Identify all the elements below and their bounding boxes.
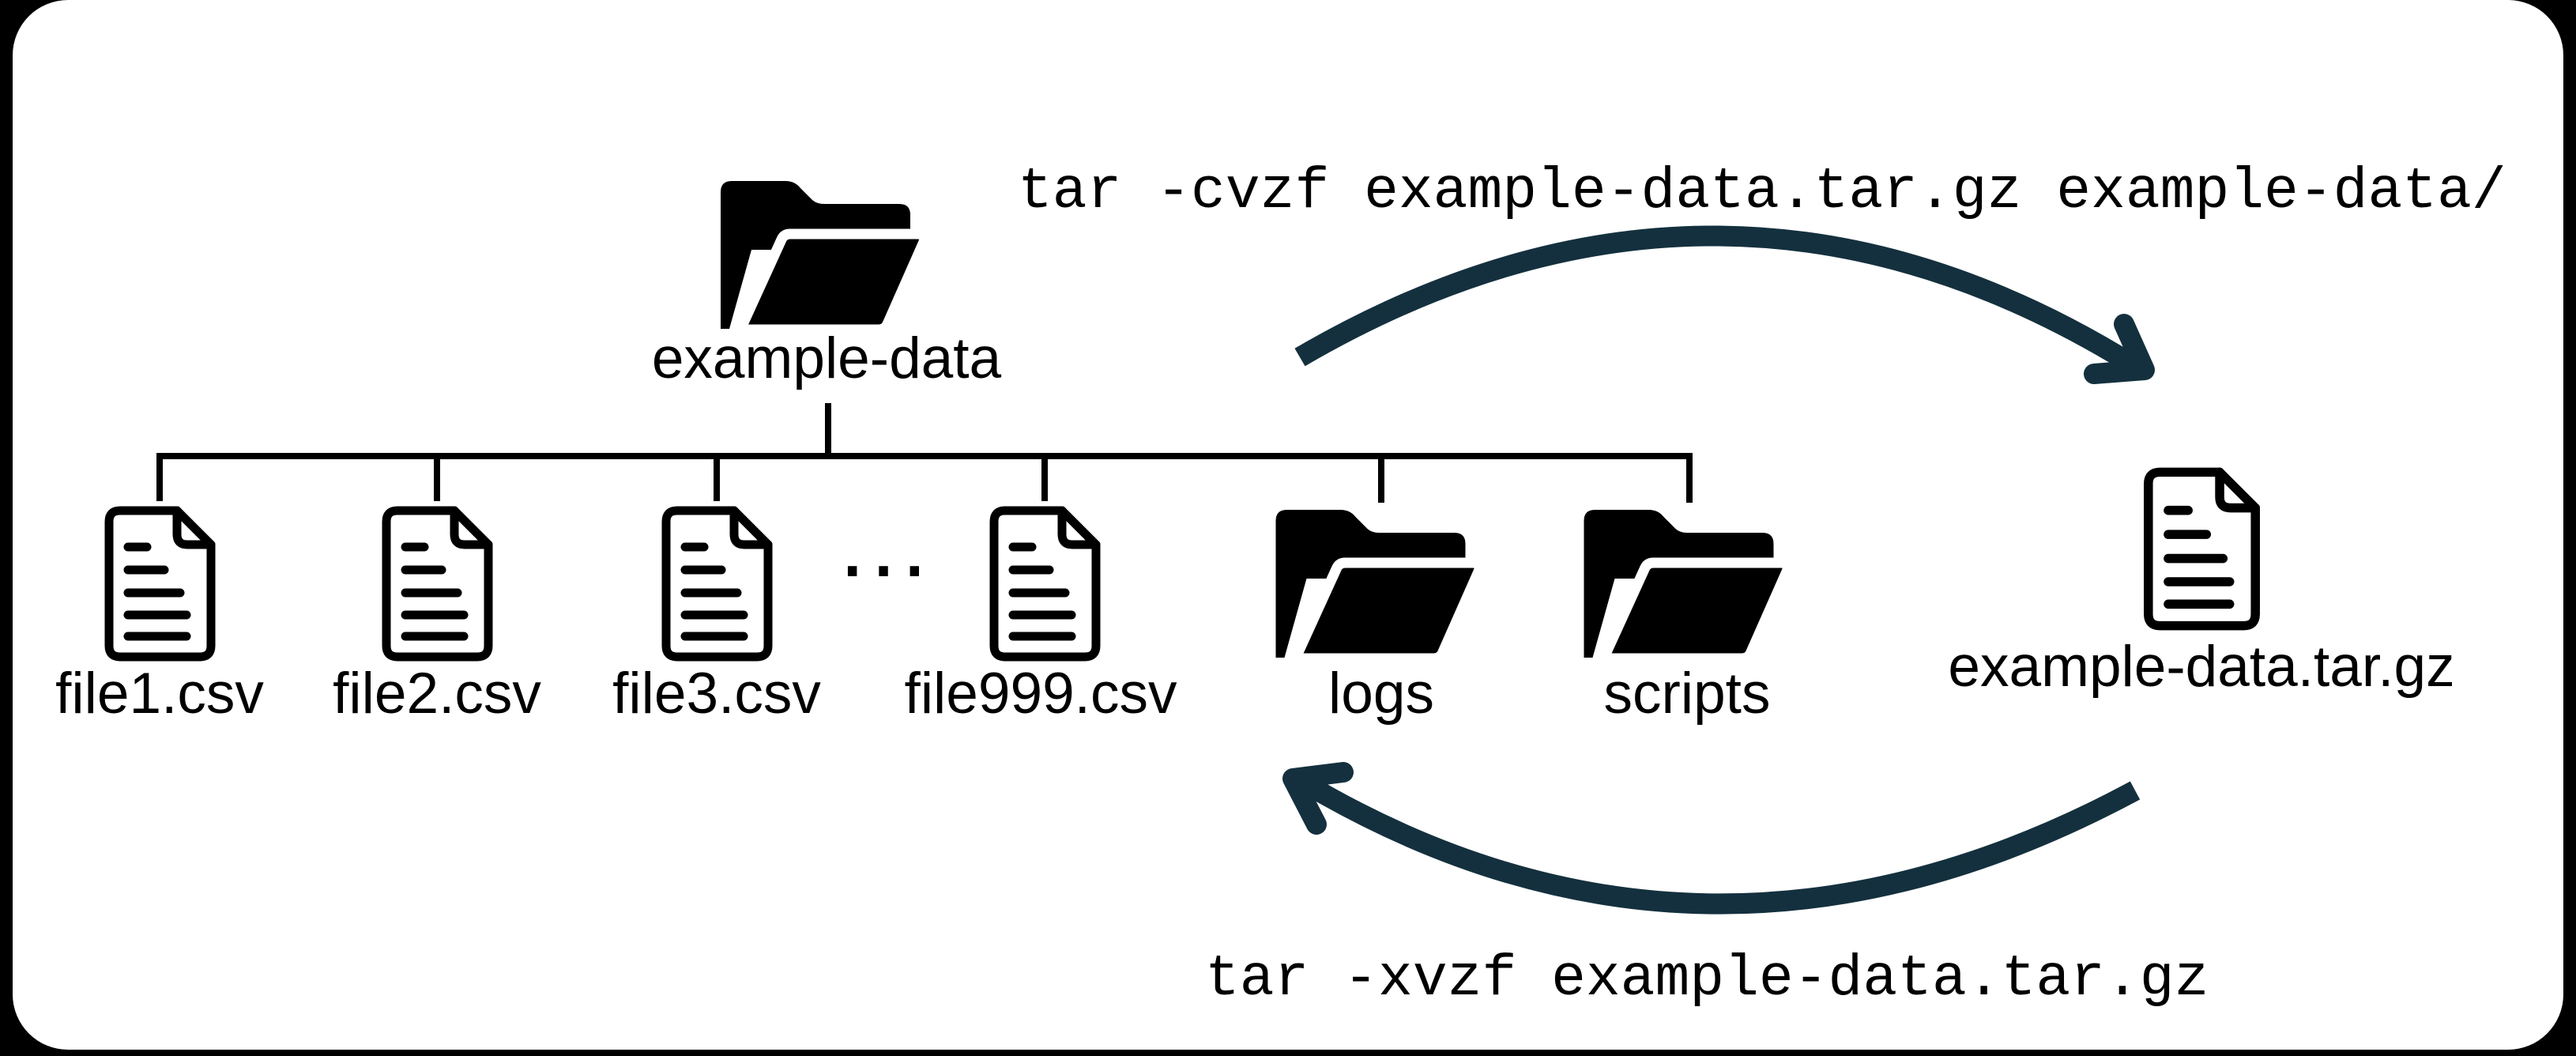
document-icon [653, 506, 781, 662]
compress-arrow-shaft [1294, 225, 2139, 375]
document-icon [981, 506, 1109, 662]
tree-connector [156, 403, 1693, 503]
open-folder-icon [1271, 507, 1491, 662]
extract-arrow-shaft [1298, 773, 2141, 915]
document-icon [374, 506, 501, 662]
compress-command-text: tar -cvzf example-data.tar.gz example-da… [1018, 159, 2506, 224]
open-folder-icon [718, 179, 934, 334]
folder-label: scripts [1603, 662, 1771, 726]
extract-command-text: tar -xvzf example-data.tar.gz [1205, 946, 2209, 1012]
file-label: file3.csv [612, 662, 821, 726]
extract-arrow [1282, 762, 2141, 915]
file-label: file2.csv [333, 662, 541, 726]
compress-arrowhead-icon [2084, 314, 2155, 384]
extract-arrowhead-icon [1282, 762, 1354, 835]
document-icon [2135, 467, 2269, 631]
file-label: file999.csv [904, 662, 1177, 726]
folder-label: logs [1328, 662, 1434, 726]
root-folder-label: example-data [651, 326, 1002, 390]
document-icon [96, 506, 224, 662]
archive-file-label: example-data.tar.gz [1948, 635, 2455, 699]
open-folder-icon [1580, 507, 1799, 662]
compress-arrow [1294, 225, 2155, 384]
ellipsis-label: ... [838, 491, 933, 597]
file-label: file1.csv [55, 662, 264, 726]
